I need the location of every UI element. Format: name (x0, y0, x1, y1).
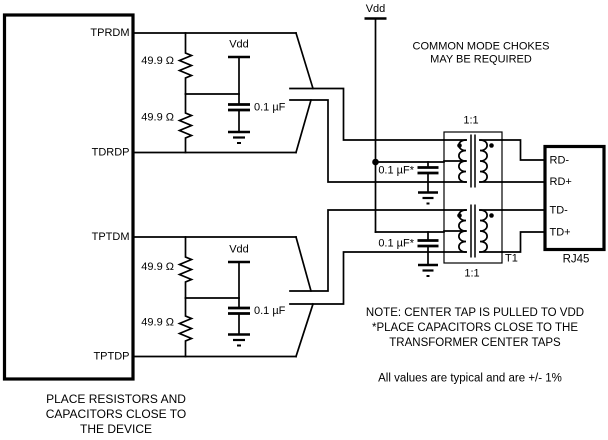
chokes-note-line1: COMMON MODE CHOKES (413, 41, 550, 53)
wire-rx-plus-to-transformer (289, 87, 445, 141)
resistor-tx-2-value: 49.9 Ω (141, 317, 174, 329)
tx-termination-network: 49.9 Ω 49.9 Ω Vdd 0.1 µF (132, 236, 297, 358)
capacitor-rx-ct-value: 0.1 µF* (378, 165, 414, 177)
vdd-label-rail: Vdd (366, 3, 386, 15)
resistor-tx-1-value: 49.9 Ω (141, 261, 174, 273)
device: TPRDM TDRDP TPTDM TPTDP PLACE RESISTORS … (2, 13, 186, 436)
transformer-tx-winding (443, 204, 503, 258)
device-caption-line3: THE DEVICE (80, 422, 152, 436)
device-pin-label-tptdm: TPTDM (92, 231, 130, 243)
primary-coil-icon (458, 209, 467, 253)
ground-icon-tx-local (228, 333, 250, 347)
rj45-pin-label-td-minus: TD- (550, 205, 569, 217)
rj45-box (543, 144, 606, 252)
secondary-coil-icon (479, 209, 488, 253)
transformer-rx-winding (443, 134, 503, 188)
rj45-label: RJ45 (563, 254, 590, 266)
capacitor-tx-ct-value: 0.1 µF* (378, 238, 414, 250)
resistor-tx-1 (177, 236, 194, 299)
transformer-t1: 1:1 1:1 T1 (443, 115, 518, 280)
rj45-pin-label-rd-plus: RD+ (550, 176, 572, 188)
secondary-coil-icon (479, 139, 488, 183)
polarity-dot-primary (457, 213, 462, 218)
chokes-note-line2: MAY BE REQUIRED (430, 54, 532, 66)
ground-icon-rx-local (228, 130, 250, 144)
resistor-rx-1-value: 49.9 Ω (141, 55, 174, 67)
taper-slant-tx-bottom (294, 302, 315, 358)
resistor-rx-2-value: 49.9 Ω (141, 112, 174, 124)
ground-icon-rx-ct (418, 191, 438, 205)
wire-tx-plus-to-transformer (289, 209, 445, 292)
rj45-connector: RD- RD+ TD- TD+ RJ45 (501, 139, 606, 266)
capacitor-tx-local-value: 0.1 µF (254, 305, 286, 317)
center-tap-note-line3: TRANSFORMER CENTER TAPS (389, 337, 561, 349)
vdd-label-tx-local: Vdd (229, 244, 249, 256)
primary-coil-icon (458, 139, 467, 183)
device-box (2, 13, 135, 381)
annotations: COMMON MODE CHOKES MAY BE REQUIRED NOTE:… (366, 41, 584, 385)
rx-termination-network: 49.9 Ω 49.9 Ω Vdd 0.1 µF (132, 32, 297, 154)
vdd-rail: Vdd (364, 3, 445, 233)
center-tap-note-line1: NOTE: CENTER TAP IS PULLED TO VDD (366, 307, 584, 319)
rx-choke-taper (289, 31, 445, 183)
rj45-pin-label-rd-minus: RD- (550, 155, 570, 167)
device-caption-line1: PLACE RESISTORS AND (46, 392, 186, 406)
transformer-outline-box (443, 131, 503, 264)
wire-tx-minus-to-transformer (289, 251, 445, 305)
wire-td-plus (501, 231, 546, 253)
tx-choke-taper (289, 209, 445, 358)
polarity-dot-secondary (489, 143, 494, 148)
ground-icon-tx-ct (418, 263, 438, 277)
capacitor-rx-local-value: 0.1 µF (254, 102, 286, 114)
rj45-pin-label-td-plus: TD+ (550, 227, 571, 239)
tx-center-tap-capacitor: 0.1 µF* (378, 231, 439, 277)
vdd-label-rx-local: Vdd (229, 39, 249, 51)
wire-rx-minus-to-transformer (289, 99, 445, 183)
transformer-core-icon (470, 134, 476, 188)
device-pin-label-tprdm: TPRDM (90, 27, 129, 39)
transformer-designator: T1 (505, 253, 518, 265)
device-pin-label-tdrdp: TDRDP (92, 147, 130, 159)
device-caption-line2: CAPACITORS CLOSE TO (46, 407, 186, 421)
polarity-dot-primary (457, 143, 462, 148)
rx-center-tap-capacitor: 0.1 µF* (378, 161, 439, 205)
taper-slant-rx-bottom (294, 98, 313, 154)
taper-slant-rx-top (294, 31, 315, 90)
polarity-dot-secondary (489, 213, 494, 218)
resistor-tx-2 (177, 297, 194, 358)
resistor-rx-1 (177, 32, 194, 95)
center-tap-note-line2: *PLACE CAPACITORS CLOSE TO THE (372, 322, 578, 334)
device-pin-label-tptdp: TPTDP (93, 351, 129, 363)
taper-slant-tx-top (294, 235, 313, 293)
resistor-rx-2 (177, 93, 194, 154)
wire-rd-minus (501, 139, 546, 161)
transformer-ratio-bottom: 1:1 (464, 268, 479, 280)
tolerance-note: All values are typical and are +/- 1% (378, 373, 562, 385)
transformer-ratio-top: 1:1 (463, 115, 478, 127)
transformer-core-icon (470, 204, 476, 258)
